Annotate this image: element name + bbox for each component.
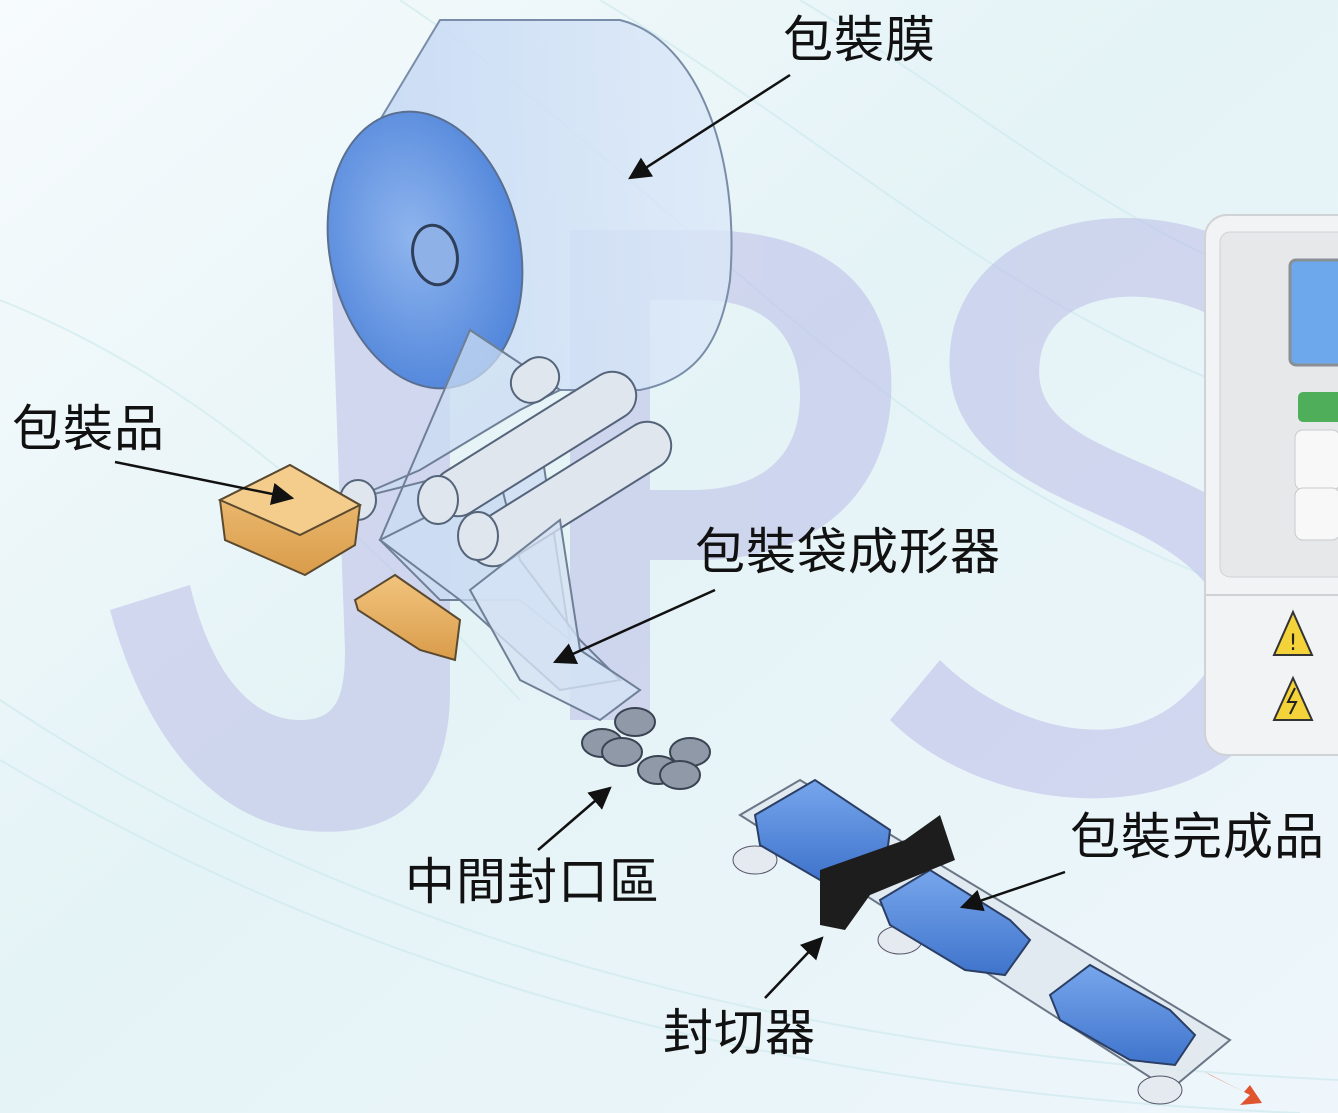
arrow-product: [114, 460, 295, 505]
leader-arrows: [114, 73, 1066, 999]
arrow-bag-former: [552, 588, 716, 664]
center-seal-discs: [581, 707, 711, 790]
label-sealer-cutter: 封切器: [663, 1004, 816, 1062]
label-center-seal: 中間封口區: [405, 853, 660, 911]
label-bag-former: 包裝袋成形器: [695, 523, 1001, 581]
arrow-film: [628, 73, 791, 180]
label-packaging-film: 包裝膜: [783, 11, 936, 69]
watermark-logo: [110, 218, 1296, 832]
arrow-sealer-cutter: [764, 936, 824, 999]
label-finished-product: 包裝完成品: [1070, 808, 1325, 866]
finished-packages: [753, 778, 1197, 1067]
rollers: [339, 356, 673, 568]
controller-device: !: [1204, 214, 1338, 756]
product-boxes: [217, 463, 462, 662]
svg-text:!: !: [1289, 631, 1298, 656]
arrow-finished: [959, 870, 1066, 912]
bag-former: [468, 518, 642, 722]
sealer-cutter: [820, 815, 955, 930]
label-product: 包裝品: [12, 400, 165, 458]
arrow-center-seal: [537, 786, 612, 851]
exit-arrow-icon: [1205, 1072, 1262, 1105]
